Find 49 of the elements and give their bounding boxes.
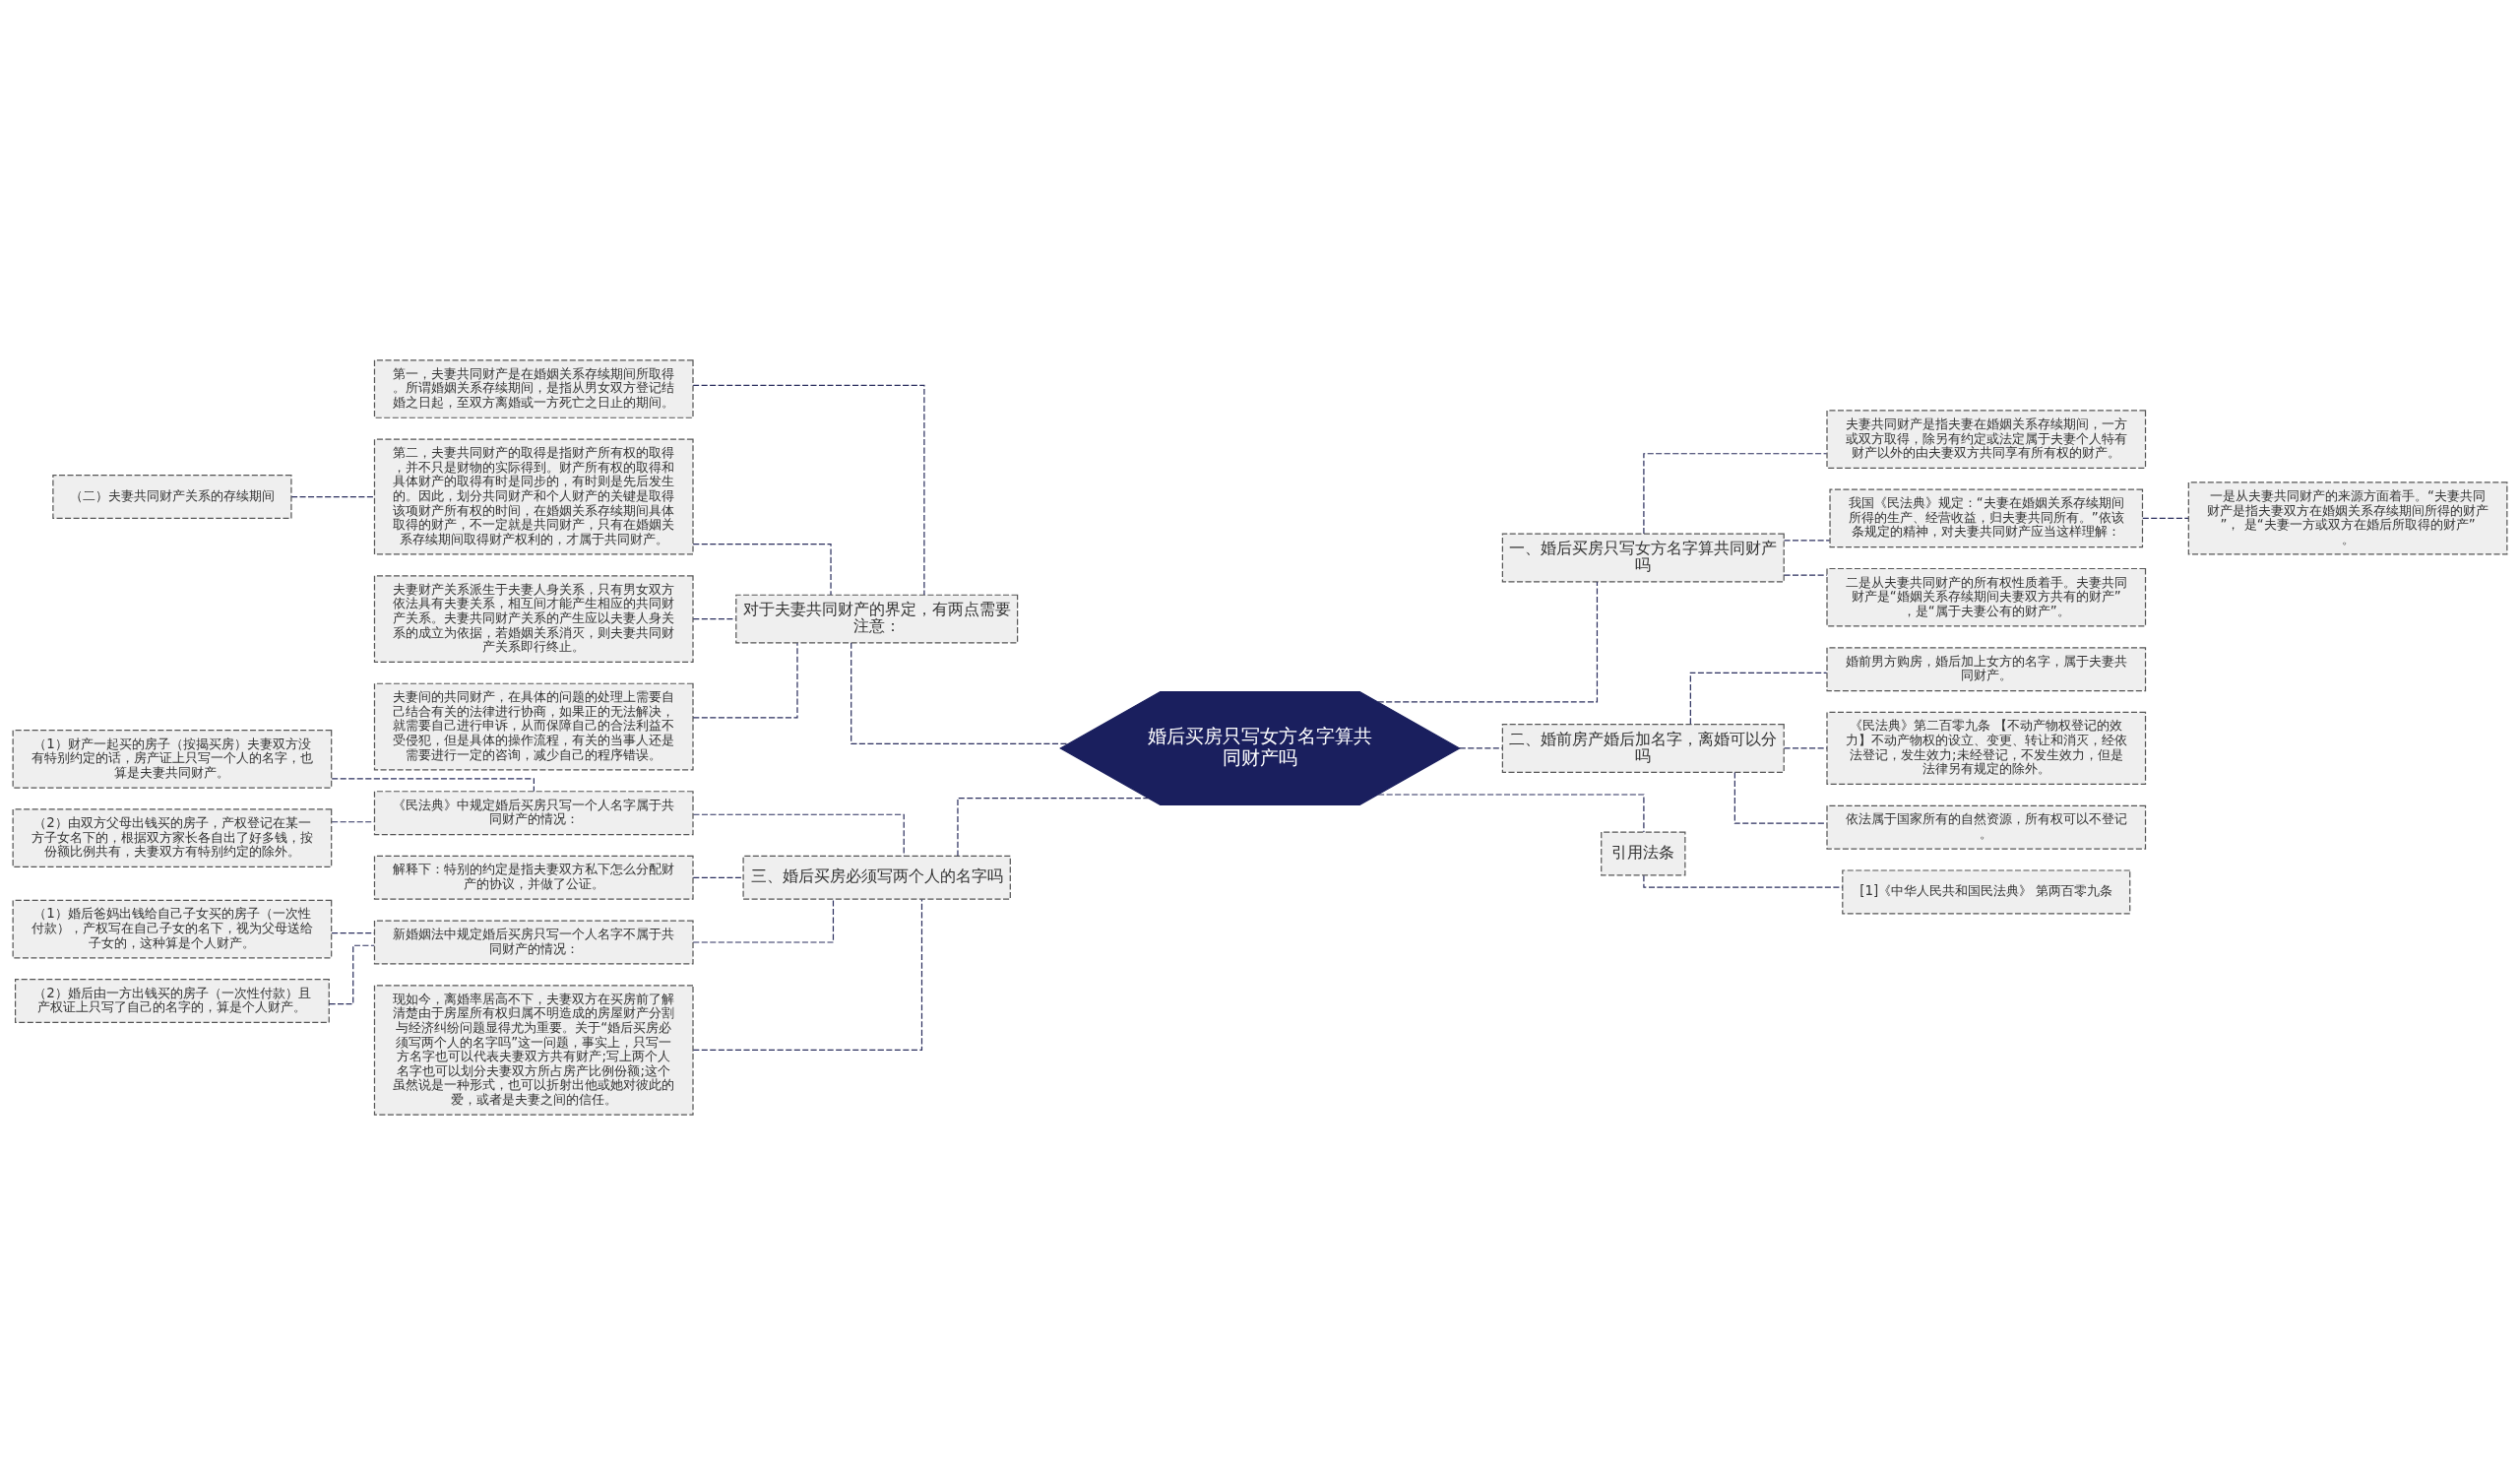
node-box: 新婚姻法中规定婚后买房只写一个人名字不属于共同财产的情况：	[373, 920, 694, 965]
node-box: 引用法条	[1601, 831, 1686, 876]
connector	[1459, 747, 1503, 749]
node-box: 婚前男方购房，婚后加上女方的名字，属于夫妻共同财产。	[1826, 647, 2147, 692]
connector	[1643, 453, 1828, 535]
node-box: 对于夫妻共同财产的界定，有两点需要注意：	[735, 594, 1019, 644]
node-box: [1]《中华人民共和国民法典》 第两百零九条	[1842, 869, 2131, 915]
connector	[1377, 794, 1645, 833]
connector	[1783, 540, 1831, 542]
connector	[692, 813, 905, 857]
connector	[331, 821, 375, 823]
node-box: 夫妻间的共同财产，在具体的问题的处理上需要自己结合有关的法律进行协商，如果正的无法解决，就需要自己进行申诉，从而保障自己的合法利益不受侵犯，但是具体的操作流程，有关的当事人还是需要进行一定的咨询，减少自己的程序错误。	[373, 682, 694, 771]
node-box: （1）财产一起买的房子（按揭买房）夫妻双方没有特别约定的话，房产证上只写一个人的名字，也算是夫妻共同财产。	[12, 730, 333, 789]
connector	[692, 384, 925, 596]
node-box: 第一，夫妻共同财产是在婚姻关系存续期间所取得。所谓婚姻关系存续期间，是指从男女双方登记结婚之日起，至双方离婚或一方死亡之日止的期间。	[373, 359, 694, 418]
connector	[1783, 747, 1828, 749]
connector	[1733, 771, 1828, 824]
connector	[2142, 517, 2189, 520]
node-box: 二、婚前房产婚后加名字，离婚可以分吗	[1501, 724, 1785, 773]
node-box: 依法属于国家所有的自然资源，所有权可以不登记。	[1826, 804, 2147, 850]
node-box: 第二，夫妻共同财产的取得是指财产所有权的取得，并不只是财物的实际得到。财产所有权的取得和具体财产的取得有时是同步的，有时则是先后发生的。因此，划分共同财产和个人财产的关键是取得该项财产所有权的时间，在婚姻关系存续期间具体取得的财产，不一定就是共同财产，只有在婚姻关系存续期间取得财产权利的，才属于共同财产。	[373, 438, 694, 555]
connector	[1643, 874, 1844, 888]
node-box: 一、婚后买房只写女方名字算共同财产吗	[1501, 533, 1785, 583]
node-box: 夫妻财产关系派生于夫妻人身关系，只有男女双方依法具有夫妻关系，相互间才能产生相应的共同财产关系。夫妻共同财产关系的产生应以夫妻人身关系的成立为依据，若婚姻关系消灭，则夫妻共同财产关系即行终止。	[373, 575, 694, 663]
connector	[957, 798, 1150, 857]
connector	[692, 543, 832, 596]
node-box: 现如今，离婚率居高不下，夫妻双方在买房前了解清楚由于房屋所有权归属不明造成的房屋财产分割与经济纠纷问题显得尤为重要。关于“婚后买房必须写两个人的名字吗”这一问题，事实上，只写一方名字也可以代表夫妻双方共有财产;写上两个人名字也可以划分夫妻双方所占房产比例份额;这个虽然说是一种形式，也可以折射出他或她对彼此的爱，或者是夫妻之间的信任。	[373, 985, 694, 1116]
connector	[1689, 672, 1828, 725]
node-box: 《民法典》中规定婚后买房只写一个人名字属于共同财产的情况：	[373, 791, 694, 836]
node-box: 三、婚后买房必须写两个人的名字吗	[742, 855, 1011, 900]
node-box: （2）婚后由一方出钱买的房子（一次性付款）且产权证上只写了自己的名字的，算是个人财产。	[14, 979, 330, 1024]
node-box: 《民法典》第二百零九条 【不动产物权登记的效力】不动产物权的设立、变更、转让和消灭，经依法登记，发生效力;未经登记，不发生效力，但是法律另有规定的除外。	[1826, 711, 2147, 786]
node-box: 解释下：特别的约定是指夫妻双方私下怎么分配财产的协议，并做了公证。	[373, 855, 694, 900]
connector	[1783, 574, 1828, 576]
node-box: （2）由双方父母出钱买的房子，产权登记在某一方子女名下的，根据双方家长各自出了好多钱，按份额比例共有，夫妻双方有特别约定的除外。	[12, 808, 333, 867]
connector	[850, 642, 1069, 744]
connector	[1377, 581, 1599, 703]
connector	[692, 618, 736, 620]
connector	[692, 898, 835, 943]
node-box: （二）夫妻共同财产关系的存续期间	[52, 475, 292, 520]
node-box: 一是从夫妻共同财产的来源方面着手。“夫妻共同财产是指夫妻双方在婚姻关系存续期间所得的财产”， 是“夫妻一方或双方在婚后所取得的财产”。	[2187, 481, 2508, 555]
node-box: （1）婚后爸妈出钱给自己子女买的房子（一次性付款），产权写在自己子女的名下，视为父母送给子女的，这种算是个人财产。	[12, 899, 333, 959]
connector	[692, 876, 744, 878]
connector	[692, 642, 798, 719]
connector	[692, 898, 923, 1052]
connector	[331, 932, 375, 934]
node-box: 我国《民法典》规定：“夫妻在婚姻关系存续期间所得的生产、经营收益，归夫妻共同所有。”依该条规定的精神，对夫妻共同财产应当这样理解：	[1829, 488, 2144, 548]
node-box: 二是从夫妻共同财产的所有权性质着手。夫妻共同财产是“婚姻关系存续期间夫妻双方共有的财产”，是“属于夫妻公有的财产”。	[1826, 567, 2147, 627]
node-box: 夫妻共同财产是指夫妻在婚姻关系存续期间，一方或双方取得，除另有约定或法定属于夫妻个人特有财产以外的由夫妻双方共同享有所有权的财产。	[1826, 410, 2147, 469]
